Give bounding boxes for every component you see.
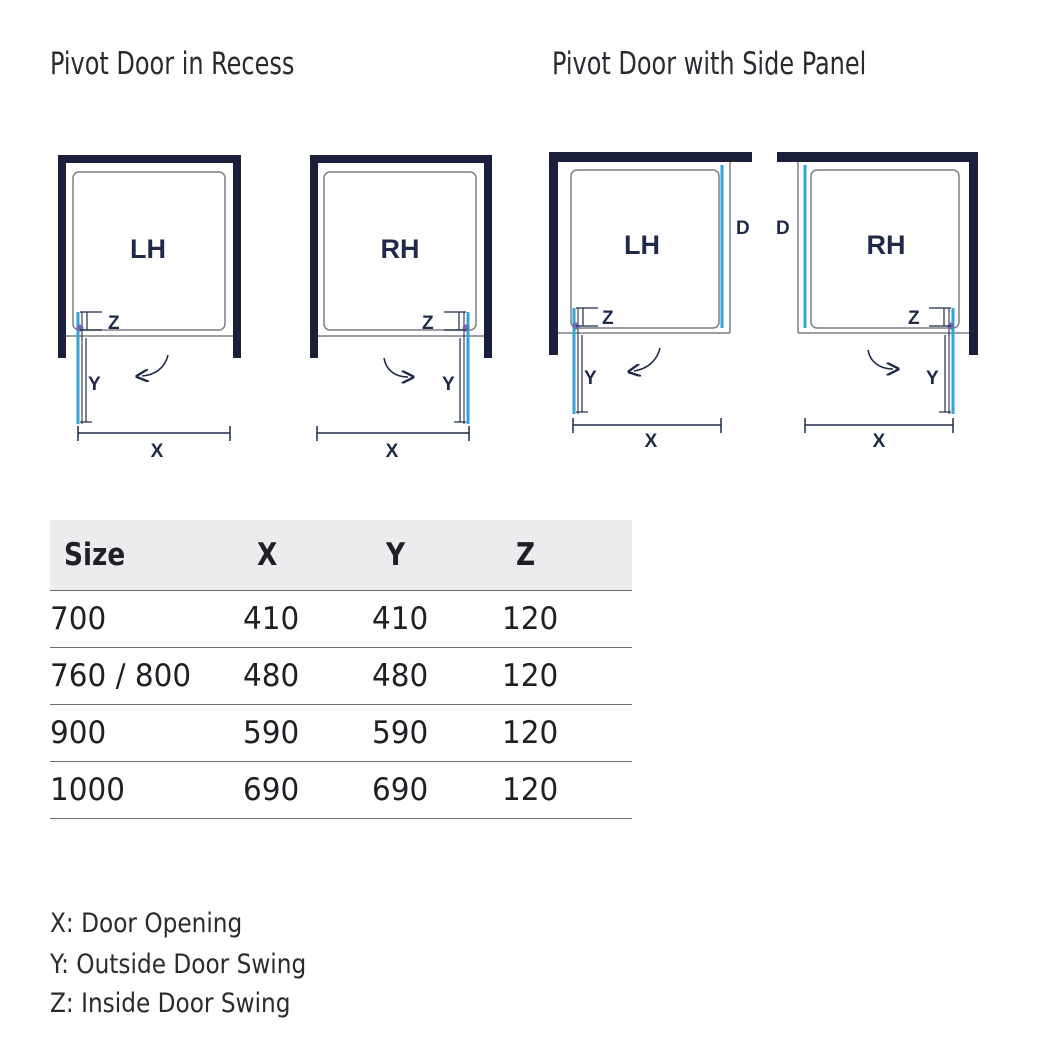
cell-size: 760 / 800 — [50, 647, 244, 705]
cell-z: 120 — [501, 647, 632, 705]
table-row: 760 / 800 480 480 120 — [50, 647, 632, 705]
cell-y: 410 — [371, 590, 502, 648]
cell-x: 590 — [243, 704, 372, 762]
cell-y: 690 — [371, 761, 502, 819]
col-header-y: Y — [385, 537, 405, 573]
svg-text:Y: Y — [926, 368, 939, 389]
cell-y: 590 — [371, 704, 502, 762]
legend-x-door-opening: X: Door Opening — [50, 908, 243, 939]
heading-pivot-door-with-side-panel: Pivot Door with Side Panel — [552, 46, 867, 82]
svg-text:Z: Z — [422, 313, 434, 334]
cell-size: 1000 — [50, 761, 244, 819]
shower-tray — [570, 169, 720, 329]
side-panel-d-label: D — [776, 218, 790, 239]
cell-x: 480 — [243, 647, 372, 705]
cell-x: 690 — [243, 761, 372, 819]
svg-text:X: X — [151, 441, 164, 462]
cell-z: 120 — [501, 704, 632, 762]
hand-label: RH — [381, 234, 420, 264]
heading-pivot-door-in-recess: Pivot Door in Recess — [50, 46, 295, 82]
shower-tray — [72, 171, 226, 331]
svg-text:Y: Y — [88, 374, 101, 395]
side-panel-d-label: D — [736, 218, 750, 239]
table-row: 1000 690 690 120 — [50, 761, 632, 819]
svg-text:X: X — [645, 431, 658, 452]
svg-text:X: X — [386, 441, 399, 462]
swing-arrow-icon — [867, 349, 893, 369]
cell-size: 900 — [50, 704, 244, 762]
swing-arrow-icon — [142, 354, 169, 376]
svg-text:Z: Z — [602, 308, 614, 329]
legend-y-outside-door-swing: Y: Outside Door Swing — [50, 949, 307, 980]
diagram-side-panel-rh: D RH Z Y X — [776, 152, 978, 452]
svg-text:Y: Y — [584, 368, 597, 389]
diagram-recess-lh: LH Z Y X — [58, 155, 241, 462]
svg-text:Y: Y — [442, 374, 455, 395]
table-header-row: Size X Y Z — [50, 520, 632, 591]
diagram-recess-rh: RH Z Y X — [310, 155, 492, 462]
legend-z-inside-door-swing: Z: Inside Door Swing — [50, 988, 291, 1019]
svg-text:Z: Z — [908, 308, 920, 329]
table-row: 900 590 590 120 — [50, 704, 632, 762]
hand-label: LH — [624, 230, 660, 260]
col-header-size: Size — [64, 537, 126, 573]
shower-tray — [323, 171, 477, 331]
shower-tray — [810, 169, 960, 329]
cell-size: 700 — [50, 590, 244, 648]
diagram-side-panel-lh: D LH Z Y X — [549, 152, 752, 452]
table-row: 700 410 410 120 — [50, 590, 632, 648]
hand-label: RH — [867, 230, 906, 260]
cell-z: 120 — [501, 590, 632, 648]
cell-z: 120 — [501, 761, 632, 819]
svg-text:X: X — [873, 431, 886, 452]
hand-label: LH — [130, 234, 166, 264]
col-header-z: Z — [515, 537, 535, 573]
size-dimensions-table: Size X Y Z 700 410 410 120 760 / 800 480… — [50, 520, 632, 819]
cell-y: 480 — [371, 647, 502, 705]
swing-arrow-icon — [634, 347, 661, 371]
cell-x: 410 — [243, 590, 372, 648]
col-header-x: X — [257, 537, 278, 573]
svg-text:Z: Z — [108, 313, 120, 334]
swing-arrow-icon — [383, 357, 408, 377]
